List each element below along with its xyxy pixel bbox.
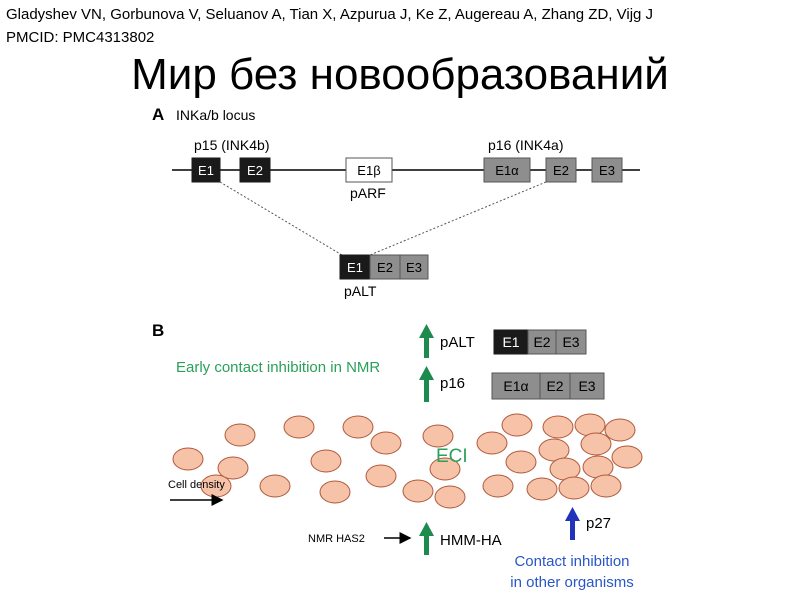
cell [611,445,643,469]
cell [501,413,533,437]
cell [310,449,342,473]
palt-label-a: pALT [344,283,377,299]
p16-label-b: p16 [440,375,465,392]
panel-b: B pALT E1 E2 E3 Early contact inhibition… [152,321,643,591]
alt-e3-label: E3 [406,260,422,275]
cell [402,479,434,503]
exon-e2: E2 [239,157,271,183]
p16-b-e2-label: E2 [546,378,563,394]
slide-title: Мир без новообразований [131,50,669,99]
contact-other-line1: Contact inhibition [514,553,629,570]
up-arrow-p16-icon [419,366,434,402]
contact-other-line2: in other organisms [510,574,633,591]
pmcid-line: PMCID: PMC4313802 [6,29,155,46]
parf-label: pARF [350,185,386,201]
splice-line-left [219,181,343,256]
palt-b-e2-label: E2 [533,334,550,350]
cell [422,424,454,448]
cell [558,476,590,500]
cell [217,456,249,480]
cell [224,423,256,447]
alt-transcript: E1 E2 E3 [339,254,429,280]
cell [283,415,315,439]
p27-label: p27 [586,515,611,532]
cell [319,480,351,504]
up-arrow-palt-icon [419,324,434,358]
exon-e1: E1 [191,157,221,183]
cell [434,485,466,509]
cell [259,474,291,498]
up-arrow-p27-icon [565,507,580,540]
cell [429,457,461,481]
palt-label-b: pALT [440,334,475,351]
cell [526,477,558,501]
up-arrow-hmmha-icon [419,522,434,555]
early-contact-text: Early contact inhibition in NMR [176,359,380,376]
p16-b-e3-label: E3 [578,378,595,394]
alt-e2-label: E2 [377,260,393,275]
eci-label: ECI [436,446,468,467]
exon-e3: E3 [591,157,623,183]
exon-e3-label: E3 [599,163,615,178]
exon-e1-label: E1 [198,163,214,178]
cell [574,413,606,437]
cell [505,450,537,474]
exon-e2-label: E2 [247,163,263,178]
cell [370,431,402,455]
panel-a: A INKa/b locus p15 (INK4b) p16 (INK4a) E… [152,105,640,299]
exon-e1beta: E1β [345,157,393,183]
p16-b-e1alpha-label: E1α [503,378,528,394]
splice-line-right [369,181,547,256]
cell [365,464,397,488]
cell [342,415,374,439]
p15-label: p15 (INK4b) [194,137,269,153]
cell [482,474,514,498]
exon-e1alpha-label: E1α [495,163,519,178]
locus-label: INKa/b locus [176,107,255,123]
exon-e1beta-label: E1β [357,163,380,178]
cell [172,447,204,471]
hmm-ha-label: HMM-HA [440,532,502,549]
panel-b-letter: B [152,321,164,340]
cell [476,431,508,455]
cell [604,418,636,442]
cell [590,474,622,498]
exon-e2b: E2 [545,157,577,183]
authors-line: Gladyshev VN, Gorbunova V, Seluanov A, T… [6,6,654,23]
p16-label: p16 (INK4a) [488,137,563,153]
palt-transcript-b: E1 E2 E3 [493,329,587,355]
palt-b-e1-label: E1 [502,334,519,350]
cell [580,432,612,456]
alt-e1-label: E1 [347,260,363,275]
exon-e2b-label: E2 [553,163,569,178]
cell [542,415,574,439]
p16-transcript-b: E1α E2 E3 [491,372,605,400]
nmr-has2-label: NMR HAS2 [308,533,365,545]
cell-field [172,413,643,509]
palt-b-e3-label: E3 [562,334,579,350]
exon-e1alpha: E1α [483,157,531,183]
panel-a-letter: A [152,105,164,124]
cell-density-label: Cell density [168,479,225,491]
